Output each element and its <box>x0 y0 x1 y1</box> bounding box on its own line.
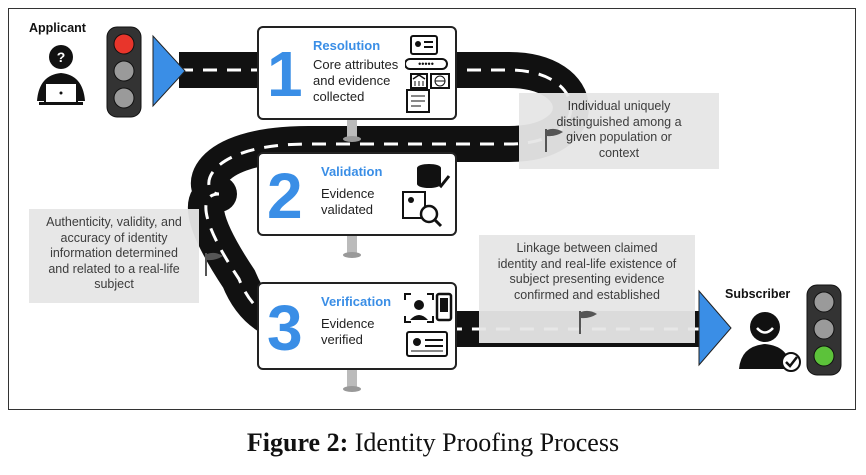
applicant-laptop-icon: ? <box>37 45 85 105</box>
globe-icon <box>430 73 450 89</box>
step-number: 1 <box>267 38 303 110</box>
id-card-icon <box>406 331 448 357</box>
step-title: Verification <box>321 294 392 309</box>
svg-text:?: ? <box>57 49 66 65</box>
step-number: 2 <box>267 160 303 232</box>
phone-icon <box>435 292 453 322</box>
flag-icon <box>205 252 223 276</box>
start-traffic-light-icon <box>106 26 142 118</box>
caption-text: Identity Proofing Process <box>354 428 620 457</box>
step-1-sign: 1 Resolution Core attributes and evidenc… <box>257 26 457 120</box>
id-card-icon <box>410 35 438 55</box>
step-title: Validation <box>321 164 383 179</box>
start-arrow-icon <box>152 34 186 108</box>
database-check-icon <box>417 164 451 189</box>
face-id-icon <box>404 293 434 323</box>
end-arrow-icon <box>698 289 732 367</box>
sign-post <box>347 367 357 389</box>
password-icon: ••••• <box>405 58 448 70</box>
step-desc: Evidence validated <box>321 186 375 217</box>
step-2-sign: 2 Validation Evidence validated <box>257 152 457 236</box>
resolution-icons: ••••• <box>405 35 450 113</box>
step-3-sign: 3 Verification Evidence verified <box>257 282 457 370</box>
figure-caption: Figure 2: Identity Proofing Process <box>0 428 866 458</box>
validation-icons <box>402 164 451 228</box>
bank-icon <box>410 73 428 89</box>
step-title: Resolution <box>313 38 381 53</box>
document-icon <box>406 89 430 113</box>
step-desc: Core attributes and evidence collected <box>313 57 399 104</box>
applicant-label: Applicant <box>29 21 86 35</box>
sign-post <box>347 233 357 255</box>
caption-label: Figure 2: <box>246 428 349 457</box>
sign-post <box>347 117 357 139</box>
flag-icon <box>545 128 563 152</box>
verification-icons <box>404 292 453 357</box>
svg-text:•••••: ••••• <box>418 59 434 69</box>
step-number: 3 <box>267 292 303 364</box>
end-traffic-light-icon <box>806 284 842 376</box>
step-desc: Evidence verified <box>321 316 375 347</box>
diagram-frame: ? 1 Resolution Core attributes and evide… <box>8 8 856 410</box>
note-verification: Linkage between claimed identity and rea… <box>479 235 695 343</box>
magnifier-icon <box>402 191 443 228</box>
subscriber-label: Subscriber <box>725 287 791 301</box>
subscriber-check-icon <box>739 312 801 372</box>
flag-icon <box>579 310 597 334</box>
note-validation: Authenticity, validity, and accuracy of … <box>29 209 199 303</box>
